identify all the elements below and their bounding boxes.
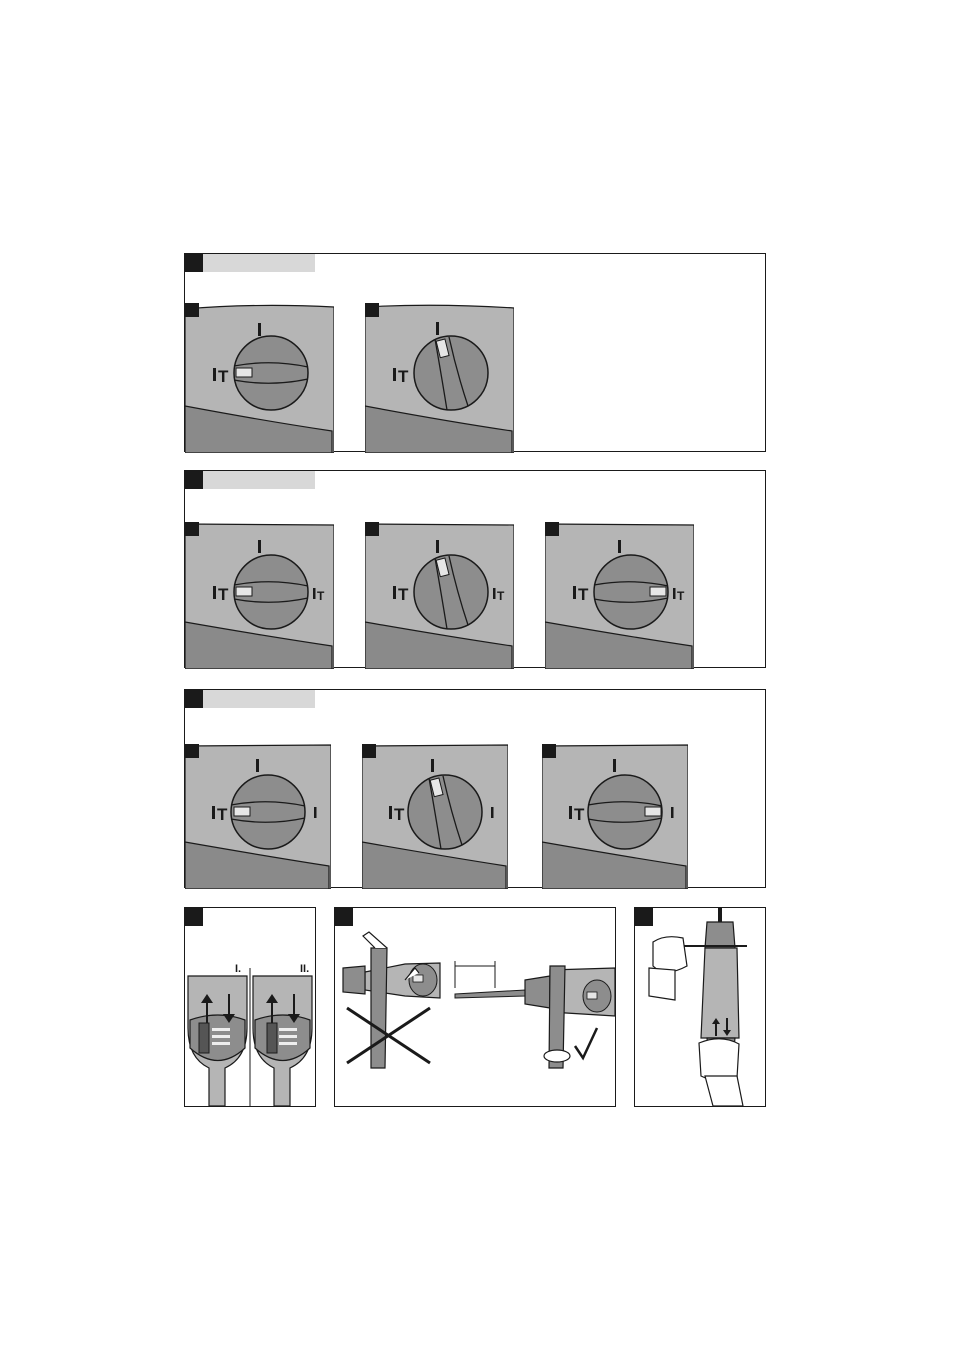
figure-panel-mode-3pos-chisel: T T T bbox=[184, 689, 766, 888]
mode-dial-illustration: T bbox=[365, 303, 514, 453]
hammer-symbol: T bbox=[578, 585, 589, 604]
figure-caption-bar bbox=[203, 254, 315, 272]
figure-panel-depth-stop bbox=[334, 907, 616, 1107]
hammer-drill-icon bbox=[393, 586, 396, 599]
figure-number-box bbox=[185, 254, 203, 272]
drill-icon bbox=[256, 759, 259, 772]
figure-panel-two-hand-grip bbox=[634, 907, 766, 1107]
hammer-symbol: T bbox=[398, 585, 409, 604]
drill-icon bbox=[431, 759, 434, 772]
dial-frame-a: T bbox=[185, 744, 331, 889]
chisel-icon bbox=[313, 588, 316, 599]
dial-frame-a: T T bbox=[185, 522, 334, 669]
dial-frame-a: T bbox=[185, 303, 334, 453]
chisel-symbol: T bbox=[317, 589, 325, 603]
hammer-symbol: T bbox=[218, 585, 229, 604]
dial-frame-b: T bbox=[362, 744, 508, 889]
drill-icon bbox=[613, 759, 616, 772]
mode-dial-illustration: T bbox=[362, 744, 508, 889]
sub-figure-number bbox=[365, 303, 379, 317]
mode-dial-illustration: T bbox=[185, 744, 331, 889]
sub-figure-number bbox=[365, 522, 379, 536]
sub-figure-number bbox=[545, 522, 559, 536]
figure-caption-bar bbox=[203, 471, 315, 489]
depth-stop-illustration bbox=[335, 908, 615, 1106]
wrong-cross-icon bbox=[347, 1008, 430, 1063]
drill-icon bbox=[436, 540, 439, 553]
hammer-drill-icon bbox=[212, 806, 215, 819]
figure-number-box bbox=[185, 471, 203, 489]
drill-icon bbox=[258, 323, 261, 336]
hammer-drill-icon bbox=[393, 368, 396, 381]
hammer-symbol: T bbox=[217, 805, 228, 824]
step-two-label: II. bbox=[300, 963, 309, 975]
sub-figure-number bbox=[362, 744, 376, 758]
figure-caption-bar bbox=[203, 690, 315, 708]
sub-figure-number bbox=[185, 744, 199, 758]
hammer-drill-icon bbox=[569, 806, 572, 819]
hammer-drill-icon bbox=[213, 368, 216, 381]
step-one-label: I. bbox=[235, 963, 241, 975]
mode-dial-illustration: T bbox=[542, 744, 688, 889]
drill-icon bbox=[618, 540, 621, 553]
dial-frame-c: T bbox=[542, 744, 688, 889]
dial-frame-b: T T bbox=[365, 522, 514, 669]
chisel-icon bbox=[671, 807, 674, 818]
drill-icon bbox=[258, 540, 261, 553]
hammer-symbol: T bbox=[574, 805, 585, 824]
dial-frame-c: T T bbox=[545, 522, 694, 669]
hammer-symbol: T bbox=[394, 805, 405, 824]
figure-number-box bbox=[185, 690, 203, 708]
mode-dial-illustration: T bbox=[185, 303, 334, 453]
hammer-drill-icon bbox=[213, 586, 216, 599]
chisel-icon bbox=[491, 807, 494, 818]
hammer-drill-icon bbox=[573, 586, 576, 599]
two-hand-grip-illustration bbox=[635, 908, 765, 1106]
check-mark-icon bbox=[575, 1028, 597, 1058]
figure-panel-direction-switch: I. II. bbox=[184, 907, 316, 1107]
drill-icon bbox=[436, 322, 439, 335]
mode-dial-illustration: T T bbox=[365, 522, 514, 669]
mode-dial-illustration: T T bbox=[185, 522, 334, 669]
mode-dial-illustration: T T bbox=[545, 522, 694, 669]
hammer-drill-icon bbox=[389, 806, 392, 819]
dial-frame-b: T bbox=[365, 303, 514, 453]
chisel-symbol: T bbox=[677, 589, 685, 603]
direction-switch-illustration: I. II. bbox=[185, 908, 315, 1106]
sub-figure-number bbox=[185, 303, 199, 317]
chisel-symbol: T bbox=[497, 589, 505, 603]
chisel-icon bbox=[314, 807, 317, 818]
chisel-icon bbox=[673, 588, 676, 599]
hammer-symbol: T bbox=[218, 367, 229, 386]
hammer-symbol: T bbox=[398, 367, 409, 386]
sub-figure-number bbox=[185, 522, 199, 536]
sub-figure-number bbox=[542, 744, 556, 758]
chisel-icon bbox=[493, 588, 496, 599]
figure-panel-mode-2pos: T T bbox=[184, 253, 766, 452]
figure-panel-mode-3pos: T T T T bbox=[184, 470, 766, 668]
